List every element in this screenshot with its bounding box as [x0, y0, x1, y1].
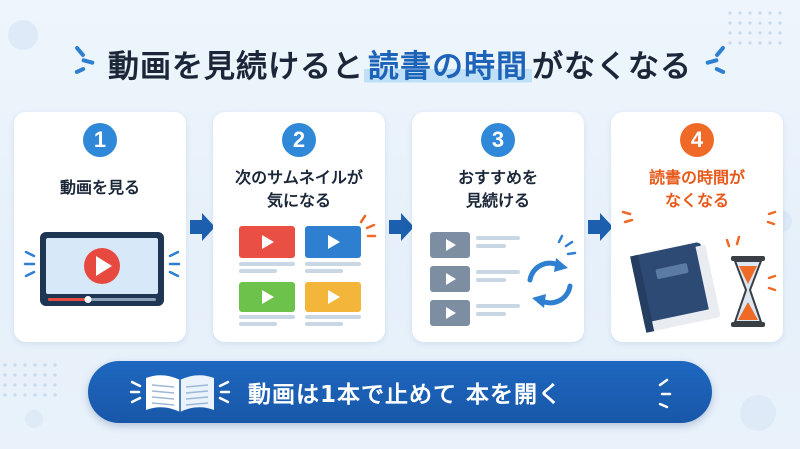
flow-arrow-icon [190, 213, 215, 241]
flow-arrow-icon [588, 213, 613, 241]
title-part-3: がなくなる [532, 48, 692, 85]
step-number-badge: 4 [680, 123, 714, 157]
open-book-icon [129, 375, 231, 412]
recommended-list-refresh-icon [430, 232, 577, 326]
title-spark-right-icon [698, 44, 726, 75]
banner-spark-icon [658, 378, 672, 409]
step-card-4: 4 読書の時間が なくなる [611, 112, 783, 342]
title-highlight: 読書の時間 [364, 40, 532, 86]
title-text: 動画を見続けると 読書の時間 がなくなる [74, 40, 726, 86]
book-hourglass-icon [630, 235, 777, 333]
decor-dot-grid [725, 8, 785, 48]
video-player-icon [23, 232, 181, 306]
flow-arrow-icon [389, 213, 414, 241]
step-label: 読書の時間が なくなる [648, 168, 745, 210]
page-title: 動画を見続けると 読書の時間 がなくなる [0, 38, 800, 88]
step-label: 次のサムネイルが 気になる [235, 168, 363, 210]
step-number-badge: 3 [481, 123, 515, 157]
step-label: おすすめを 見続ける [457, 168, 538, 210]
conclusion-text: 動画は1本で止めて 本を開く [248, 382, 563, 408]
title-part-1: 動画を見続けると [108, 48, 364, 85]
decor-bubble [8, 20, 38, 50]
step-card-3: 3 おすすめを 見続ける [412, 112, 584, 342]
conclusion-banner: 動画は1本で止めて 本を開く [88, 361, 712, 423]
decor-dot-grid [0, 360, 60, 400]
step-card-2: 2 次のサムネイルが 気になる [213, 112, 385, 342]
step-label: 動画を見る [59, 178, 140, 197]
spark-orange-icon [621, 210, 777, 226]
step-card-1: 1 動画を見る [14, 112, 186, 342]
step-number-badge: 1 [83, 123, 117, 157]
decor-bubble [25, 410, 43, 428]
decor-bubble [740, 395, 776, 431]
title-spark-left-icon [74, 44, 102, 75]
step-number-badge: 2 [282, 123, 316, 157]
thumbnails-grid-icon [239, 214, 377, 326]
